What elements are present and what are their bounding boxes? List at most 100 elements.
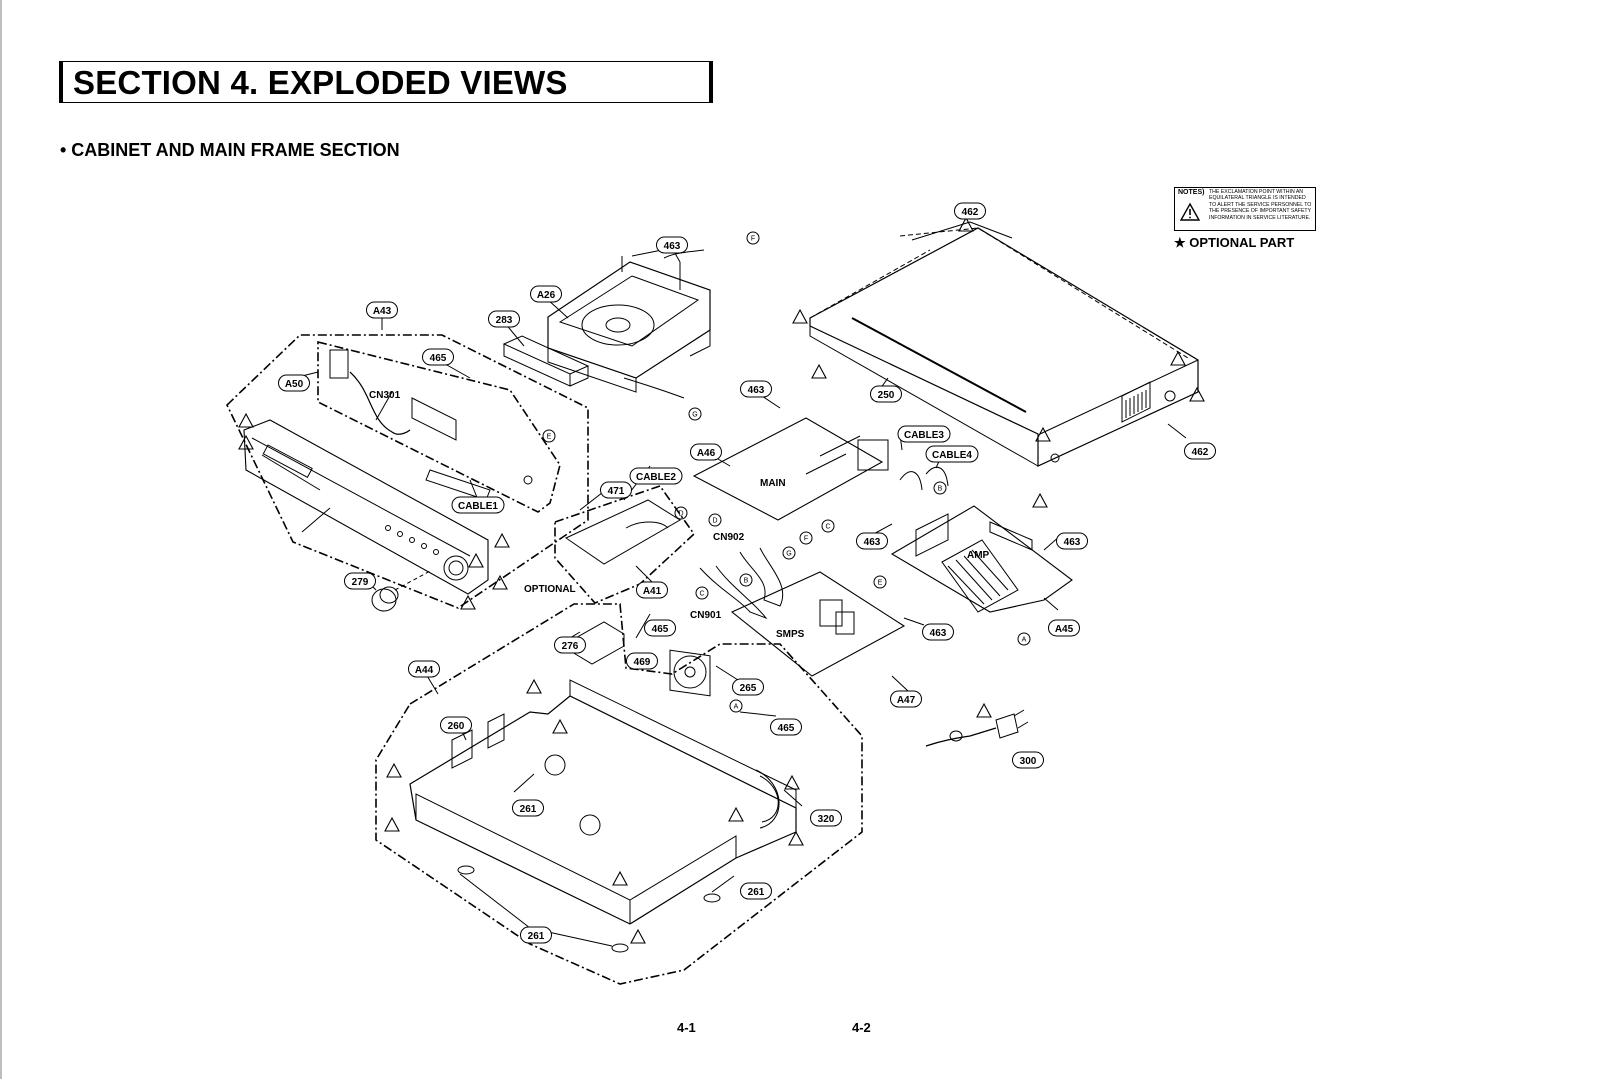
page-edge-rule bbox=[0, 0, 2, 1079]
callout-label: 300 bbox=[1020, 756, 1037, 767]
smps-board-part bbox=[730, 571, 906, 677]
callout-bubble bbox=[629, 467, 683, 485]
section-subtitle: • CABINET AND MAIN FRAME SECTION bbox=[60, 140, 400, 160]
callout-bubble bbox=[890, 690, 922, 708]
callout-bubble bbox=[856, 532, 888, 550]
callout-label: 463 bbox=[664, 241, 681, 252]
callout-bubble bbox=[600, 481, 632, 499]
page-number-left: 4-1 bbox=[677, 1020, 696, 1035]
callout-bubble bbox=[408, 660, 440, 678]
callout-label: A45 bbox=[1055, 624, 1074, 635]
connection-marker-letter: C bbox=[825, 524, 830, 531]
connection-markers bbox=[542, 231, 1031, 713]
callout-bubble bbox=[440, 716, 472, 734]
callout-label: A41 bbox=[643, 586, 662, 597]
callout-label: 260 bbox=[448, 721, 465, 732]
callout-label: 462 bbox=[962, 207, 979, 218]
callout-bubble bbox=[278, 374, 310, 392]
connection-marker-letter: A bbox=[1022, 637, 1027, 644]
callout-label: 261 bbox=[528, 931, 545, 942]
callout-bubble bbox=[925, 445, 979, 463]
callout-label: 469 bbox=[634, 657, 651, 668]
callout-bubble bbox=[554, 636, 586, 654]
notes-text: THE EXCLAMATION POINT WITHIN AN EQUILATE… bbox=[1209, 189, 1312, 221]
connection-marker-letter: C bbox=[699, 591, 704, 598]
connection-marker-letter: F bbox=[804, 536, 808, 543]
callout-bubble bbox=[520, 926, 552, 944]
callout-label: 250 bbox=[878, 390, 895, 401]
section-title: SECTION 4. EXPLODED VIEWS bbox=[73, 64, 568, 101]
callout-bubble bbox=[810, 809, 842, 827]
callout-label: 465 bbox=[430, 353, 447, 364]
callout-bubble bbox=[1184, 442, 1216, 460]
callout-label: A44 bbox=[415, 665, 434, 676]
callout-label: A26 bbox=[537, 290, 556, 301]
callout-label: A43 bbox=[373, 306, 392, 317]
board-label-smps: SMPS bbox=[776, 629, 805, 640]
warning-triangle-icon bbox=[1180, 202, 1200, 221]
connector-label-cn301: CN301 bbox=[369, 390, 401, 401]
chassis-group-outline bbox=[375, 603, 863, 985]
connector-label-cn901: CN901 bbox=[690, 610, 722, 621]
connection-marker-letter: B bbox=[744, 578, 749, 585]
connection-marker-letter: F bbox=[751, 236, 755, 243]
connection-marker-letter: A bbox=[734, 704, 739, 711]
dvd-loader-part bbox=[547, 261, 711, 379]
knob-part bbox=[371, 588, 397, 612]
callout-bubble bbox=[1048, 619, 1080, 637]
power-cord-part bbox=[925, 727, 997, 747]
callout-label: 276 bbox=[562, 641, 579, 652]
callout-bubble bbox=[740, 882, 772, 900]
cable3-part bbox=[899, 471, 923, 491]
callout-label: 279 bbox=[352, 577, 369, 588]
front-panel-group-outline bbox=[226, 334, 589, 609]
notes-label: NOTES) bbox=[1178, 189, 1205, 196]
connection-marker-letter: G bbox=[692, 412, 697, 419]
chassis-part bbox=[409, 695, 797, 925]
callout-bubble bbox=[626, 652, 658, 670]
callout-label: 463 bbox=[864, 537, 881, 548]
leader-lines bbox=[293, 221, 1187, 947]
callout-label: 463 bbox=[930, 628, 947, 639]
callout-bubble bbox=[1012, 751, 1044, 769]
cn902-cable bbox=[739, 547, 784, 607]
callout-bubble bbox=[732, 678, 764, 696]
connection-marker-letter: E bbox=[547, 434, 552, 441]
notes-box: NOTES) THE EXCLAMATION POINT WITHIN AN E… bbox=[1174, 187, 1316, 231]
cable4-part bbox=[925, 466, 949, 487]
callout-label: A50 bbox=[285, 379, 304, 390]
callout-bubble bbox=[422, 348, 454, 366]
connection-marker-letter: E bbox=[878, 580, 883, 587]
connection-marker-letter: D bbox=[712, 518, 717, 525]
callout-bubble bbox=[451, 496, 505, 514]
callout-bubble bbox=[512, 799, 544, 817]
callout-label: 465 bbox=[778, 723, 795, 734]
callout-label: CABLE3 bbox=[904, 430, 944, 441]
callout-label: 283 bbox=[496, 315, 513, 326]
callout-label: 463 bbox=[748, 385, 765, 396]
callout-bubble bbox=[690, 443, 722, 461]
warning-triangle-icons bbox=[238, 216, 1205, 944]
callout-label: CABLE4 bbox=[932, 450, 972, 461]
callout-bubble bbox=[366, 301, 398, 319]
display-board-group-outline bbox=[317, 340, 561, 513]
board-label-optional: OPTIONAL bbox=[524, 584, 576, 595]
callout-label: 265 bbox=[740, 683, 757, 694]
callout-label: CABLE1 bbox=[458, 501, 498, 512]
main-board-part bbox=[692, 417, 884, 521]
callout-bubble bbox=[740, 380, 772, 398]
board-label-main: MAIN bbox=[760, 478, 786, 489]
callout-bubble bbox=[644, 619, 676, 637]
callout-label: 471 bbox=[608, 486, 625, 497]
callout-label: 261 bbox=[748, 887, 765, 898]
callout-bubble bbox=[870, 385, 902, 403]
callout-label: CABLE2 bbox=[636, 472, 676, 483]
connection-marker-letter: B bbox=[938, 486, 943, 493]
amp-board-part bbox=[890, 505, 1073, 613]
callout-bubble bbox=[530, 285, 562, 303]
connector-label-cn902: CN902 bbox=[713, 532, 745, 543]
callout-bubble bbox=[636, 581, 668, 599]
